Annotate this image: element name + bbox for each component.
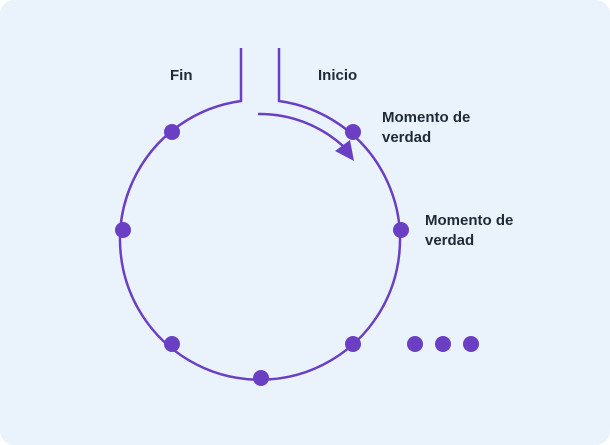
moment-of-truth-label-1-line2: verdad: [382, 129, 431, 146]
touchpoint-dot: [393, 222, 409, 238]
touchpoint-dot: [253, 370, 269, 386]
more-dots-icon: [407, 336, 479, 352]
touchpoint-dot: [345, 336, 361, 352]
touchpoint-dot: [164, 336, 180, 352]
touchpoint-dot: [164, 124, 180, 140]
touchpoint-dot: [345, 124, 361, 140]
touchpoint-dot: [115, 222, 131, 238]
end-label: Fin: [170, 67, 193, 84]
moment-of-truth-label-1-line1: Momento de: [382, 109, 470, 126]
direction-arrow-icon: [257, 112, 344, 147]
moment-of-truth-label-2-line2: verdad: [425, 232, 474, 249]
direction-arrow-head-icon: [335, 140, 354, 161]
start-label: Inicio: [318, 67, 357, 84]
moment-of-truth-label-2-line1: Momento de: [425, 212, 513, 229]
cycle-path: [118, 48, 402, 381]
